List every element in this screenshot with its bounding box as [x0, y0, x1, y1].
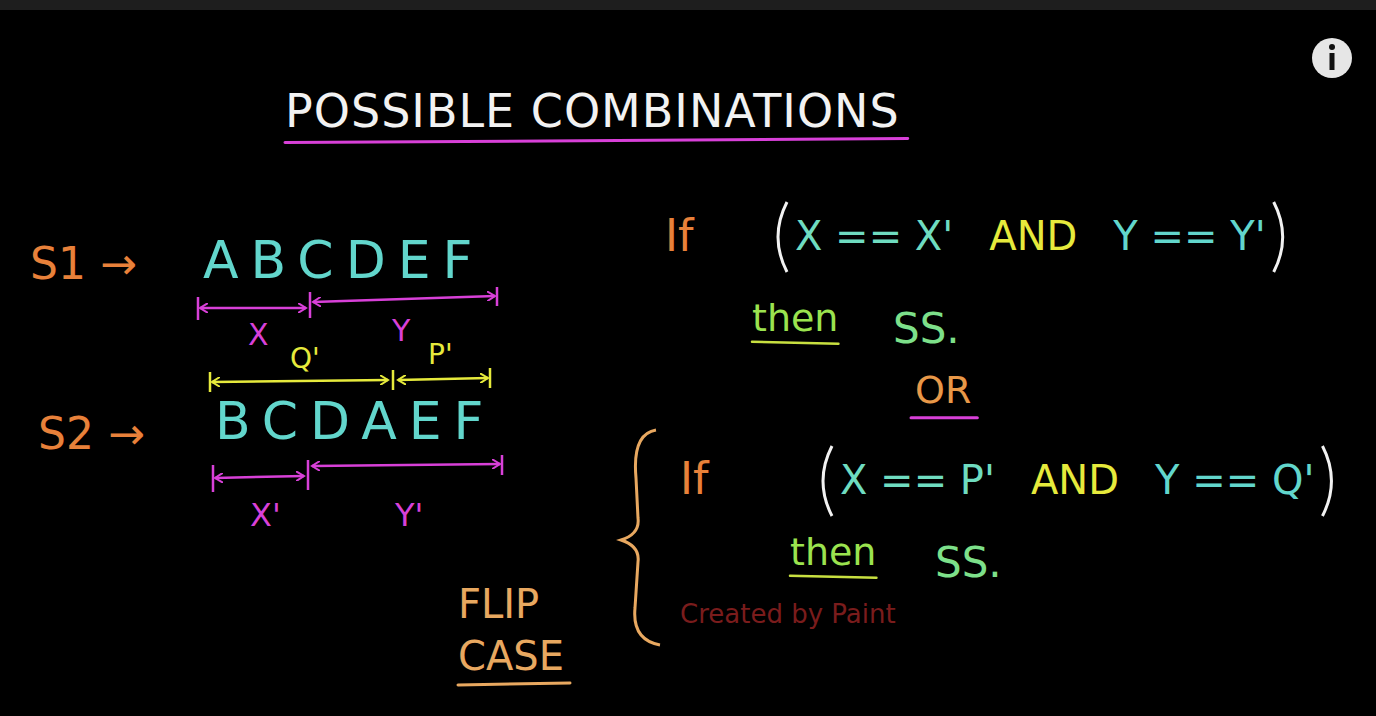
- keyword: If: [680, 455, 708, 503]
- top-bar: [0, 0, 1376, 10]
- underline: [458, 683, 570, 685]
- title: POSSIBLE COMBINATIONS: [285, 86, 900, 137]
- curly-brace: [621, 430, 660, 645]
- parenthesis: [1274, 202, 1283, 272]
- keyword: AND: [1031, 458, 1119, 502]
- condition: Y == Y': [1113, 214, 1265, 258]
- note: FLIP CASE: [458, 578, 598, 682]
- result: SS.: [935, 540, 1002, 586]
- info-icon: [1312, 38, 1352, 78]
- string-name: S1 →: [30, 240, 137, 288]
- keyword: If: [665, 212, 693, 260]
- part-name: X': [250, 498, 281, 533]
- keyword: then: [790, 532, 876, 574]
- part-name: Y': [395, 498, 423, 533]
- split-arrows-s1: [198, 287, 497, 320]
- part-name: Q': [290, 344, 320, 375]
- condition: X == P': [840, 458, 995, 502]
- part-name: P': [428, 340, 453, 371]
- string-name: S2 →: [38, 410, 145, 458]
- title-underline: [285, 139, 908, 143]
- part-name: Y: [392, 314, 410, 347]
- keyword: OR: [915, 370, 971, 412]
- parenthesis: [1322, 446, 1331, 516]
- parenthesis: [823, 446, 832, 516]
- underline: [790, 576, 876, 578]
- underline: [911, 416, 977, 419]
- keyword: then: [752, 298, 838, 340]
- parenthesis: [778, 202, 787, 272]
- part-name: X: [248, 318, 269, 351]
- condition: Y == Q': [1155, 458, 1314, 502]
- underline: [752, 342, 838, 344]
- condition: X == X': [795, 214, 953, 258]
- split-arrows-s2: [213, 455, 502, 492]
- watermark: Created by Paint: [680, 600, 896, 629]
- string-value: ABCDEF: [203, 232, 484, 289]
- split-arrows-flip: [210, 368, 490, 392]
- result: SS.: [893, 306, 960, 352]
- string-value: BCDAEF: [215, 393, 496, 450]
- keyword: AND: [989, 214, 1077, 258]
